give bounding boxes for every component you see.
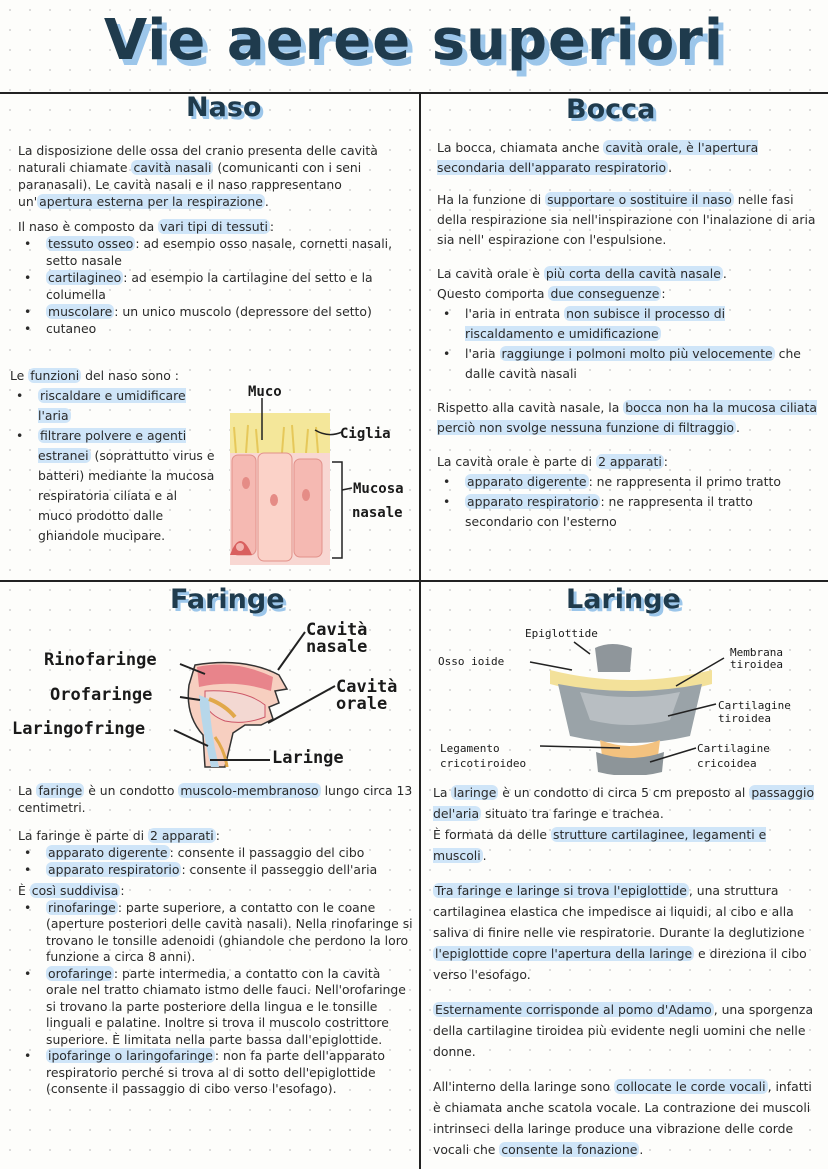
list-item: cartilagineo: ad esempio la cartilagine … [18, 269, 413, 303]
list-item: l'aria raggiunge i polmoni molto più vel… [437, 344, 817, 384]
section-title-bocca: Bocca [566, 94, 656, 125]
faringe-apparati-list: apparato digerente: consente il passaggi… [18, 844, 413, 879]
faringe-illustration [187, 661, 289, 768]
list-item: apparato digerente: ne rappresenta il pr… [437, 472, 817, 492]
list-item: apparato digerente: consente il passaggi… [18, 844, 413, 862]
list-item: apparato respiratorio: ne rappresenta il… [437, 492, 817, 532]
page-title: Vie aeree superiori [103, 8, 725, 73]
bocca-paragraph-1: La bocca, chiamata anche cavità orale, è… [437, 140, 759, 175]
bocca-text: La bocca, chiamata anche cavità orale, è… [437, 138, 817, 538]
bocca-paragraph-3: La cavità orale è più corta della cavità… [437, 266, 727, 301]
label-cartilagine-cricoidea-1: Cartilagine [697, 742, 770, 755]
label-legamento-1: Legamento [440, 742, 500, 755]
list-item: orofaringe: parte intermedia, a contatto… [18, 965, 413, 1049]
vertical-divider [419, 92, 421, 1169]
label-cartilagine-tiroidea-2: tiroidea [718, 712, 771, 725]
label-membrana-tiroidea-2: tiroidea [730, 658, 783, 671]
bocca-paragraph-2: Ha la funzione di supportare o sostituir… [437, 192, 816, 247]
label-ciglia: Ciglia [340, 426, 391, 442]
section-title-faringe: Faringe [170, 584, 285, 615]
laringe-paragraph-3: Esternamente corrisponde al pomo d'Adamo… [433, 1002, 814, 1059]
label-osso-ioide: Osso ioide [438, 655, 505, 668]
list-item: cutaneo [18, 320, 413, 337]
faringe-paragraph-2: La faringe è parte di 2 apparati: [18, 827, 220, 843]
label-cavita-nasale-1: Cavità [306, 620, 368, 640]
bocca-apparati-list: apparato digerente: ne rappresenta il pr… [437, 472, 817, 532]
list-item: l'aria in entrata non subisce il process… [437, 304, 817, 344]
list-item: ipofaringe o laringofaringe: non fa part… [18, 1048, 413, 1098]
label-cartilagine-cricoidea-2: cricoidea [697, 757, 757, 770]
naso-text: La disposizione delle ossa del cranio pr… [18, 142, 413, 343]
middle-divider [0, 580, 828, 582]
laringe-paragraph-2: Tra faringe e laringe si trova l'epiglot… [433, 883, 807, 982]
list-item: tessuto osseo: ad esempio osso nasale, c… [18, 235, 413, 269]
bocca-paragraph-5: La cavità orale è parte di 2 apparati: [437, 454, 668, 469]
list-item: riscaldare e umidificare l'aria [10, 386, 215, 426]
list-item: rinofaringe: parte superiore, a contatto… [18, 899, 413, 966]
section-title-naso: Naso [186, 92, 262, 123]
label-rinofaringe: Rinofaringe [44, 650, 157, 670]
list-item: filtrare polvere e agenti estranei (sopr… [10, 426, 215, 546]
label-cavita-nasale-2: nasale [306, 637, 368, 657]
faringe-parts-list: rinofaringe: parte superiore, a contatto… [18, 899, 413, 1098]
faringe-pointers [173, 631, 336, 761]
mucosa-illustration [230, 413, 330, 565]
label-cavita-orale-1: Cavità [336, 677, 398, 697]
list-item: muscolare: un unico muscolo (depressore … [18, 303, 413, 320]
laringe-pointers [529, 641, 725, 763]
faringe-paragraph-1: La faringe è un condotto muscolo-membran… [18, 783, 413, 816]
label-orofaringe: Orofaringe [50, 685, 153, 705]
label-epiglottide: Epiglottide [525, 627, 598, 640]
laringe-illustration [550, 644, 712, 775]
laringe-paragraph-1: La laringe è un condotto di circa 5 cm p… [433, 785, 815, 863]
laringe-paragraph-4: All'interno della laringe sono collocate… [433, 1079, 812, 1157]
top-divider [0, 92, 828, 94]
naso-functions-list: riscaldare e umidificare l'aria filtrare… [10, 386, 215, 546]
faringe-paragraph-3: È così suddivisa: [18, 883, 125, 899]
naso-paragraph-2: Il naso è composto da vari tipi di tessu… [18, 219, 275, 234]
label-laringofaringe: Laringofringe [12, 719, 146, 739]
naso-tissue-list: tessuto osseo: ad esempio osso nasale, c… [18, 235, 413, 337]
label-muco: Muco [248, 384, 282, 400]
faringe-text: La faringe è un condotto muscolo-membran… [18, 782, 413, 1104]
label-laringe-diagram: Laringe [272, 748, 344, 768]
laringe-text: La laringe è un condotto di circa 5 cm p… [433, 782, 823, 1160]
label-legamento-2: cricotiroideo [440, 757, 527, 770]
naso-paragraph-1: La disposizione delle ossa del cranio pr… [18, 143, 378, 209]
label-nasale: nasale [352, 505, 403, 521]
bocca-consequences-list: l'aria in entrata non subisce il process… [437, 304, 817, 384]
label-mucosa: Mucosa [353, 481, 404, 497]
bocca-paragraph-4: Rispetto alla cavità nasale, la bocca no… [437, 400, 817, 435]
label-cavita-orale-2: orale [336, 694, 388, 714]
naso-functions-intro: Le funzioni del naso sono : [10, 368, 179, 383]
section-title-laringe: Laringe [566, 584, 681, 615]
label-membrana-tiroidea-1: Membrana [730, 646, 783, 659]
mucosa-pointers [261, 398, 353, 559]
list-item: apparato respiratorio: consente il passe… [18, 861, 413, 879]
naso-functions: Le funzioni del naso sono : riscaldare e… [10, 366, 215, 552]
label-cartilagine-tiroidea-1: Cartilagine [718, 699, 791, 712]
